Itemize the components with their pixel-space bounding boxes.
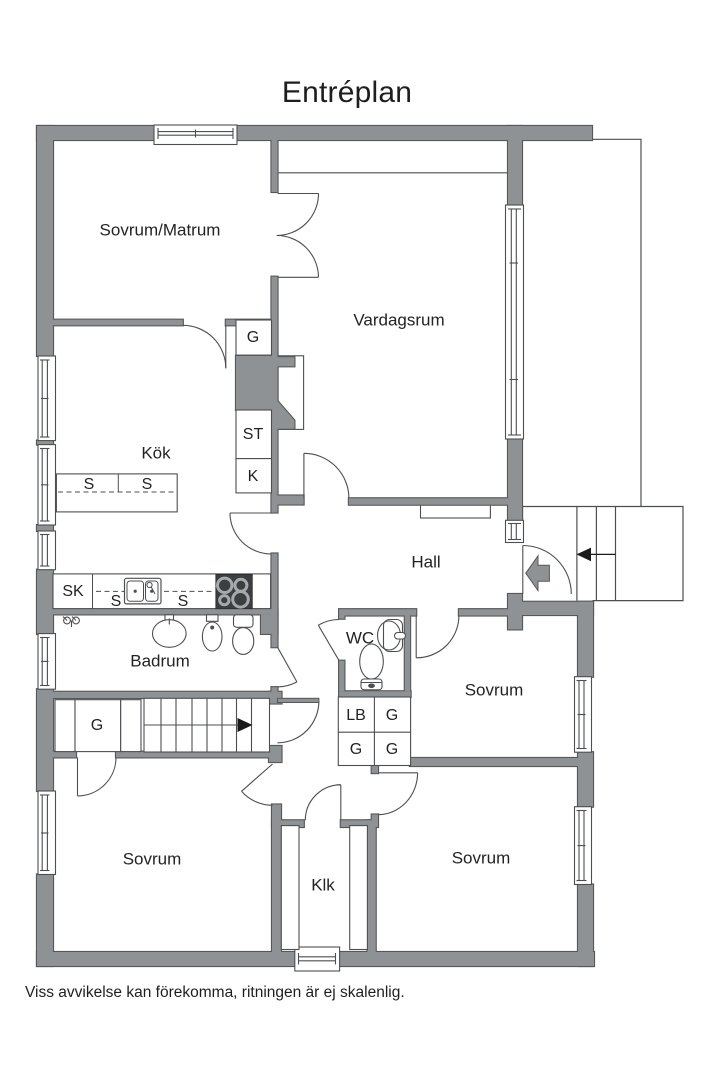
code-label-st-1: ST (243, 426, 264, 443)
closet-g-kok (235, 319, 273, 356)
code-label-s-4: S (142, 476, 153, 493)
wc-toilet (359, 643, 384, 691)
door-hall-corridor-leaf (277, 697, 320, 703)
room-label-hall-3: Hall (411, 552, 440, 571)
windows (37, 124, 593, 972)
badrum-taps-icon (62, 616, 80, 627)
kitchen-sink (123, 577, 162, 605)
door-hall-badrum (277, 646, 298, 688)
staircase (143, 697, 271, 753)
window-entrance-sidelight (504, 519, 525, 544)
kitchen-counter (52, 573, 272, 610)
room-label-klk-9: Klk (311, 875, 335, 894)
door-entrance (522, 544, 572, 595)
room-label-kk-2: Kök (141, 443, 171, 462)
klk-wardrobe-left (280, 825, 300, 951)
wc-fixtures (359, 618, 407, 691)
code-label-g-12: G (386, 741, 398, 758)
code-label-g-10: G (386, 707, 398, 724)
window-vardagsrum (504, 204, 525, 440)
badrum-washbasin (151, 614, 187, 648)
door-hall-wc (317, 618, 340, 661)
hall-wardrobe (419, 504, 491, 519)
porch-step-arrowhead-icon (576, 547, 591, 562)
window-badrum (37, 633, 57, 690)
door-hall-vardagsrum (303, 452, 350, 499)
code-label-s-7: S (178, 593, 189, 610)
wc-washbasin (376, 618, 407, 653)
closets (54, 319, 412, 951)
window-sovrum-mid-east (573, 676, 593, 753)
code-label-k-2: K (248, 468, 259, 485)
room-label-sovrum-7: Sovrum (123, 849, 182, 868)
window-sovrum-se-east (573, 806, 593, 886)
door-sovrum-matrum-kok (182, 324, 227, 369)
code-label-g-8: G (91, 717, 103, 734)
closet-lb-g-block (337, 696, 412, 767)
closet-row-sw (54, 699, 142, 753)
code-label-g-0: G (247, 329, 259, 346)
window-sovrum-matrum (153, 124, 238, 146)
door-g-closet-sw (76, 757, 117, 797)
kitchen-stove (215, 574, 253, 610)
door-sovrum-matrum-vardagsrum (276, 192, 320, 278)
room-label-badrum-4: Badrum (130, 651, 190, 670)
window-kok-upper (37, 355, 57, 442)
entrance-porch-outline (521, 505, 684, 602)
door-hall-corridor (277, 700, 320, 744)
closet-st (235, 409, 273, 460)
window-klk (294, 946, 341, 972)
code-label-g-11: G (350, 741, 362, 758)
floor-title: Entréplan (281, 76, 413, 109)
code-label-sk-5: SK (62, 583, 84, 600)
room-label-wc-5: WC (346, 628, 374, 647)
door-corridor-sovrum-sw (241, 763, 273, 806)
window-kok-small (37, 530, 57, 571)
badrum-fixtures (62, 614, 255, 655)
badrum-bidet (201, 614, 223, 652)
room-label-sovrum-8: Sovrum (452, 848, 511, 867)
entrance-arrow-icon (525, 554, 550, 593)
door-hall-sovrum (415, 615, 460, 659)
kitchen-island (55, 473, 178, 513)
code-label-s-3: S (84, 476, 95, 493)
door-corridor-sovrum-se (377, 772, 419, 816)
code-label-s-6: S (111, 593, 122, 610)
code-label-lb-9: LB (346, 707, 366, 724)
room-label-sovrummatrum-0: Sovrum/Matrum (100, 220, 221, 239)
room-label-sovrum-6: Sovrum (465, 680, 524, 699)
window-kok-lower (37, 444, 57, 526)
stair-direction-arrowhead-icon (237, 718, 253, 732)
disclaimer-text: Viss avvikelse kan förekomma, ritningen … (25, 984, 405, 1001)
klk-wardrobe-right (349, 825, 368, 951)
closet-k (235, 458, 273, 494)
porch-step-arrow (576, 547, 616, 562)
badrum-toilet (232, 614, 255, 655)
door-klk (304, 784, 342, 821)
room-label-vardagsrum-1: Vardagsrum (353, 310, 444, 329)
window-sovrum-west (37, 790, 57, 876)
terrace-outline (592, 138, 642, 507)
doors (76, 192, 572, 821)
door-hall-kok (229, 512, 272, 555)
